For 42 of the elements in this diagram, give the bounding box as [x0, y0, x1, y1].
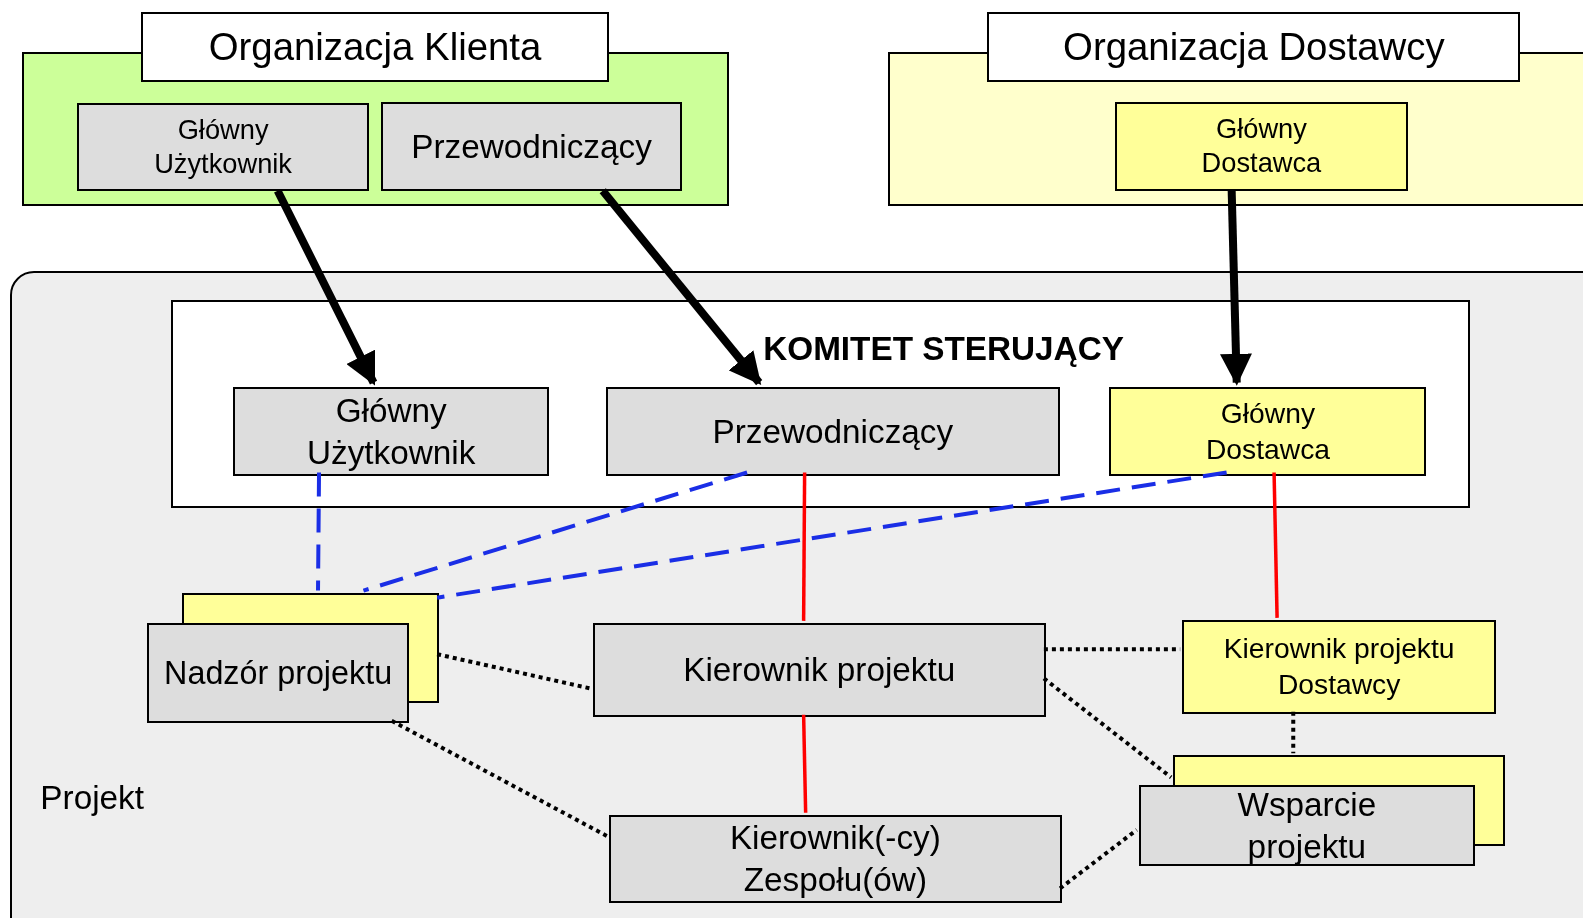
connector	[436, 470, 1227, 600]
box-label: Przewodniczący	[712, 411, 954, 452]
role-box	[1109, 386, 1427, 477]
box-label: Główny Dostawca	[1200, 112, 1323, 181]
connector	[1058, 828, 1138, 890]
role-box	[1182, 619, 1497, 714]
role-box	[233, 386, 550, 477]
connector	[436, 652, 592, 691]
box-label: Kierownik projektu	[683, 650, 956, 690]
organization-panel	[888, 12, 1583, 206]
organization-panel	[22, 12, 729, 206]
box-label: Wsparcie projektu	[1236, 785, 1378, 867]
connector	[316, 472, 321, 591]
role-box	[605, 386, 1060, 477]
stacked-role-box	[147, 592, 440, 723]
box-label: Kierownik projektu Dostawcy	[1222, 631, 1456, 702]
connector	[274, 189, 378, 386]
box-label: Główny Dostawca	[1204, 396, 1331, 467]
connector	[1291, 711, 1296, 754]
role-box	[592, 622, 1046, 717]
box-label: KOMITET STERUJĄCY	[763, 330, 1124, 368]
stacked-role-box	[1138, 755, 1506, 867]
project-area	[10, 270, 1583, 918]
box-label: Projekt	[40, 779, 144, 817]
connector	[801, 714, 808, 813]
box-label: Przewodniczący	[411, 126, 652, 167]
role-box	[608, 814, 1062, 903]
box-label: Główny Użytkownik	[153, 112, 293, 181]
connector	[801, 472, 807, 621]
box-label: Nadzór projektu	[164, 653, 393, 693]
role-box	[76, 102, 370, 191]
box-label: Organizacja Dostawcy	[1063, 23, 1445, 70]
committee-box	[170, 299, 1470, 508]
connector	[599, 188, 763, 386]
role-box	[1114, 101, 1409, 191]
box-label: Organizacja Klienta	[208, 23, 542, 70]
connector	[390, 719, 608, 838]
box-label: Główny Użytkownik	[305, 390, 477, 473]
connector	[1272, 472, 1279, 618]
connector	[1219, 190, 1252, 386]
role-box	[380, 101, 683, 191]
box-label: Kierownik(-cy) Zespołu(ów)	[728, 817, 942, 900]
